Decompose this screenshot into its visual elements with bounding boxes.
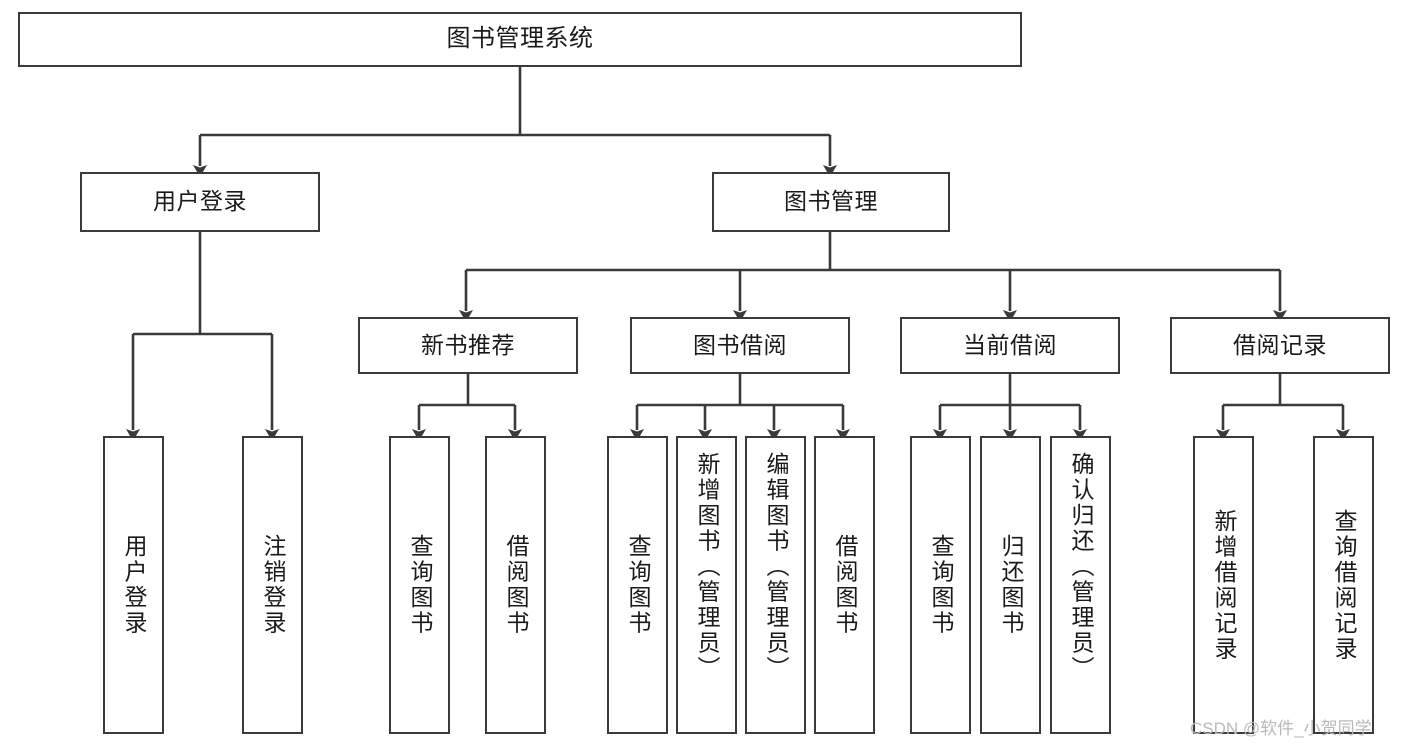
node-root-book-management-system[interactable]: 图书管理系统 [18, 12, 1022, 67]
node-new-book-recommendation[interactable]: 新书推荐 [358, 317, 578, 374]
node-label: 当前借阅 [963, 331, 1057, 358]
leaf-borrow-add-book-admin[interactable]: 新增图书（管理员） [676, 436, 737, 734]
leaf-record-query-record[interactable]: 查询借阅记录 [1313, 436, 1374, 734]
node-user-login[interactable]: 用户登录 [80, 172, 320, 232]
node-borrow-records[interactable]: 借阅记录 [1170, 317, 1390, 374]
leaf-newbook-query-book[interactable]: 查询图书 [389, 436, 450, 734]
node-label: 确认归还（管理员） [1068, 452, 1094, 682]
node-label: 注销登录 [260, 534, 286, 636]
leaf-borrow-borrow-book[interactable]: 借阅图书 [814, 436, 875, 734]
node-label: 归还图书 [998, 534, 1024, 636]
csdn-watermark: CSDN @软件_小贺同学 [1190, 719, 1372, 738]
node-label: 图书管理系统 [446, 25, 594, 53]
leaf-record-add-record[interactable]: 新增借阅记录 [1193, 436, 1254, 734]
leaf-borrow-edit-book-admin[interactable]: 编辑图书（管理员） [745, 436, 806, 734]
node-label: 查询图书 [625, 534, 651, 636]
leaf-user-login[interactable]: 用户登录 [103, 436, 164, 734]
node-label: 用户登录 [153, 188, 247, 215]
node-label: 编辑图书（管理员） [763, 452, 789, 682]
node-book-borrowing[interactable]: 图书借阅 [630, 317, 850, 374]
node-label: 新书推荐 [421, 331, 515, 358]
leaf-newbook-borrow-book[interactable]: 借阅图书 [485, 436, 546, 734]
node-label: 借阅记录 [1233, 331, 1327, 358]
node-label: 用户登录 [121, 534, 147, 636]
leaf-current-query-book[interactable]: 查询图书 [910, 436, 971, 734]
node-label: 新增借阅记录 [1211, 508, 1237, 662]
node-label: 借阅图书 [503, 534, 529, 636]
leaf-current-return-book[interactable]: 归还图书 [980, 436, 1041, 734]
leaf-logout[interactable]: 注销登录 [242, 436, 303, 734]
node-label: 查询图书 [928, 534, 954, 636]
node-label: 查询图书 [407, 534, 433, 636]
node-label: 图书管理 [784, 188, 878, 215]
node-label: 新增图书（管理员） [694, 452, 720, 682]
node-label: 借阅图书 [832, 534, 858, 636]
node-label: 图书借阅 [693, 331, 787, 358]
leaf-current-confirm-return-admin[interactable]: 确认归还（管理员） [1050, 436, 1111, 734]
leaf-borrow-query-book[interactable]: 查询图书 [607, 436, 668, 734]
node-label: 查询借阅记录 [1331, 508, 1357, 662]
node-current-borrowing[interactable]: 当前借阅 [900, 317, 1120, 374]
node-book-management[interactable]: 图书管理 [712, 172, 950, 232]
